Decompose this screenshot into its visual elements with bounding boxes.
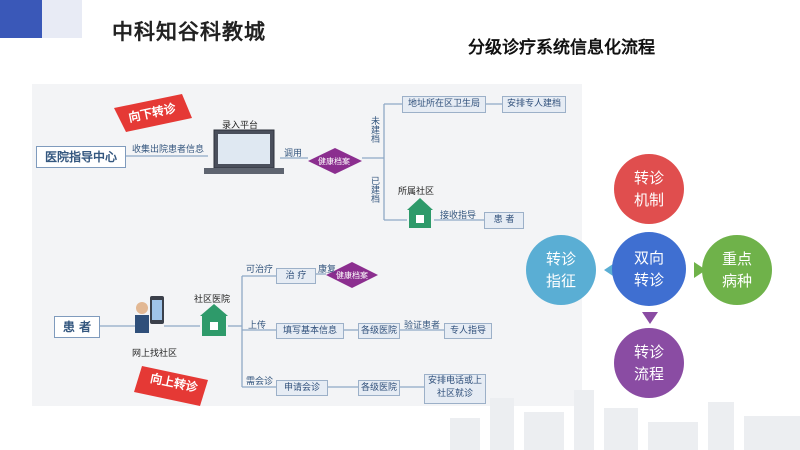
- circle-key-diseases-line-1: 重点: [721, 250, 752, 268]
- circle-center: 双向 转诊: [612, 232, 686, 306]
- circle-process-line-1: 转诊: [633, 343, 664, 361]
- address-health-bureau-box: 地址所在区卫生局: [402, 96, 486, 113]
- circle-center-line-2: 转诊: [633, 271, 664, 289]
- flow-panel: 向下转诊 医院指导中心 收集出院患者信息 录入平台 调用 健康档案 未建档 已建…: [32, 84, 582, 406]
- circle-indication-line-1: 转诊: [545, 250, 576, 268]
- circle-mechanism-line-2: 机制: [633, 191, 664, 209]
- verify-patient-label: 验证患者: [404, 321, 441, 331]
- health-record-diamond-bottom: [326, 262, 378, 288]
- collect-info-label: 收集出院患者信息: [132, 145, 205, 155]
- arrow-down-icon: [642, 312, 658, 324]
- arrange-visit-box: 安排电话或上社区就诊: [424, 374, 486, 404]
- circle-process: 转诊 流程: [614, 328, 684, 398]
- patient-box-bottom: 患 者: [54, 316, 100, 338]
- flow-connectors: [98, 94, 502, 406]
- fill-basic-info-box: 填写基本信息: [276, 323, 344, 339]
- need-consult-label: 需会诊: [246, 377, 274, 387]
- upload-label: 上传: [248, 321, 267, 331]
- recover-label: 康复: [318, 265, 337, 275]
- hospitals-box-2: 各级医院: [358, 380, 400, 396]
- health-record-diamond-top: [308, 148, 362, 174]
- health-record-bottom-label: 健康档案: [336, 271, 368, 280]
- community-building-icon-top: [407, 198, 433, 228]
- arrange-staff-box: 安排专人建档: [502, 96, 566, 113]
- call-label: 调用: [284, 149, 303, 159]
- arrow-right-icon: [694, 262, 706, 278]
- circle-mechanism: 转诊 机制: [614, 154, 684, 224]
- patient-box-top: 患 者: [484, 212, 524, 229]
- circle-key-diseases-line-2: 病种: [721, 272, 752, 290]
- circle-key-diseases: 重点 病种: [702, 235, 772, 305]
- community-hospital-label: 社区医院: [194, 295, 231, 305]
- not-built-label: 未建档: [369, 116, 379, 143]
- community-label: 所属社区: [398, 187, 435, 197]
- receive-guidance-label: 接收指导: [440, 211, 477, 221]
- page-title: 分级诊疗系统信息化流程: [468, 38, 655, 58]
- circle-indication: 转诊 指征: [526, 235, 596, 305]
- treatment-box: 治 疗: [276, 268, 316, 284]
- guidance-center-box: 医院指导中心: [36, 146, 126, 168]
- corner-decoration-blue: [0, 0, 42, 38]
- hospitals-box-1: 各级医院: [358, 323, 400, 339]
- circle-process-line-2: 流程: [633, 365, 664, 383]
- laptop-icon: [204, 129, 284, 174]
- built-label: 已建档: [369, 176, 379, 203]
- health-record-top-label: 健康档案: [318, 157, 350, 166]
- curable-label: 可治疗: [246, 265, 274, 275]
- circle-indication-line-2: 指征: [545, 272, 576, 290]
- find-community-label: 网上找社区: [132, 349, 178, 359]
- specialist-guidance-box: 专人指导: [444, 323, 492, 339]
- phone-icon: [150, 296, 164, 324]
- community-building-icon-bottom: [200, 304, 228, 336]
- brand-title: 中科知谷科教城: [112, 20, 266, 44]
- downward-referral-banner: [114, 94, 192, 132]
- apply-consult-box: 申请会诊: [276, 380, 328, 396]
- upward-referral-banner: [134, 366, 208, 406]
- person-icon: [135, 302, 149, 333]
- skyline-decoration: [450, 390, 800, 450]
- circle-center-line-1: 双向: [633, 249, 664, 267]
- circle-mechanism-line-1: 转诊: [633, 169, 664, 187]
- platform-label: 录入平台: [222, 121, 259, 131]
